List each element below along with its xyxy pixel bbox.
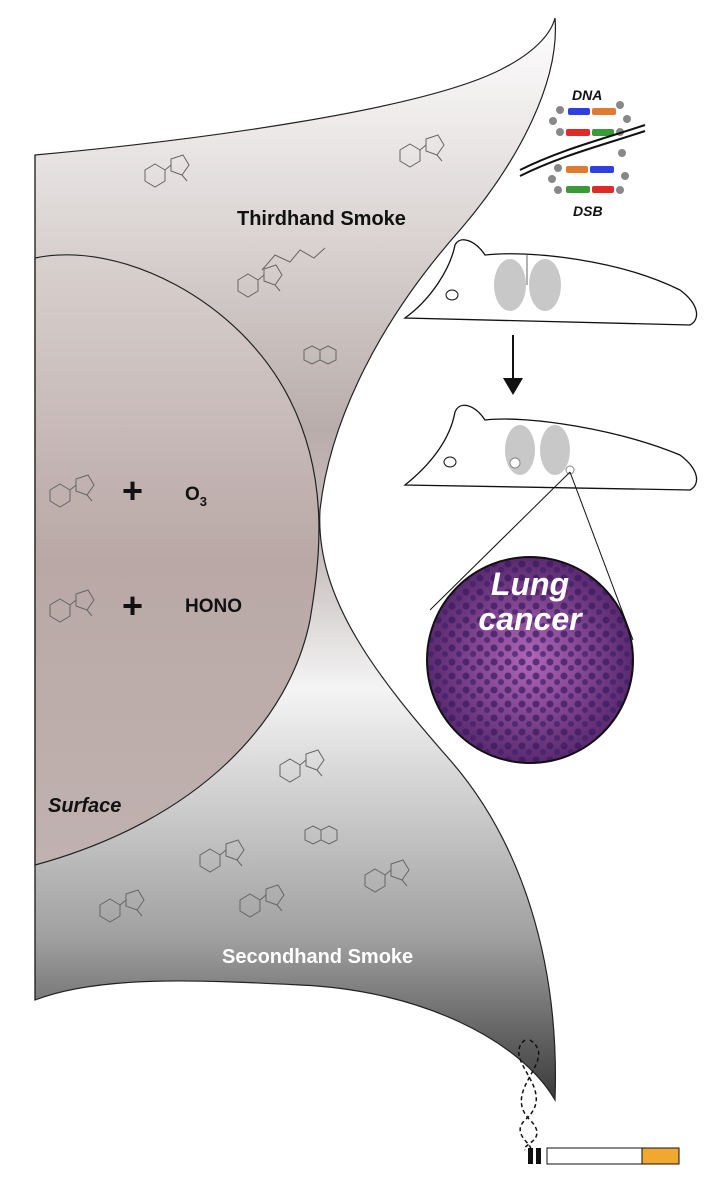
svg-text:DNA: DNA <box>572 87 602 103</box>
ozone-label: O3 <box>185 484 207 509</box>
plus-icon: + <box>122 585 143 626</box>
nnk-molecule-icon <box>237 247 326 298</box>
plus-icon: + <box>122 470 143 511</box>
svg-text:cancer: cancer <box>478 601 583 637</box>
thirdhand-smoke-label: Thirdhand Smoke <box>237 208 406 230</box>
lung-cancer-histology: Lung cancer <box>426 556 634 764</box>
arrow-down-icon <box>503 335 523 395</box>
lungs-icon <box>494 255 561 311</box>
dna-icon: DNA DSB <box>519 87 646 219</box>
surface-label: Surface <box>48 795 121 817</box>
hono-label: HONO <box>185 596 242 617</box>
cigarette-icon <box>528 1147 680 1165</box>
mouse-exposed-icon <box>403 239 698 326</box>
secondhand-smoke-label: Secondhand Smoke <box>222 946 413 968</box>
smoke-helix-icon <box>518 1039 540 1151</box>
svg-text:Lung: Lung <box>491 566 569 602</box>
svg-text:DSB: DSB <box>573 203 603 219</box>
surface-region <box>34 254 320 866</box>
mouse-tumor-icon <box>403 404 698 641</box>
